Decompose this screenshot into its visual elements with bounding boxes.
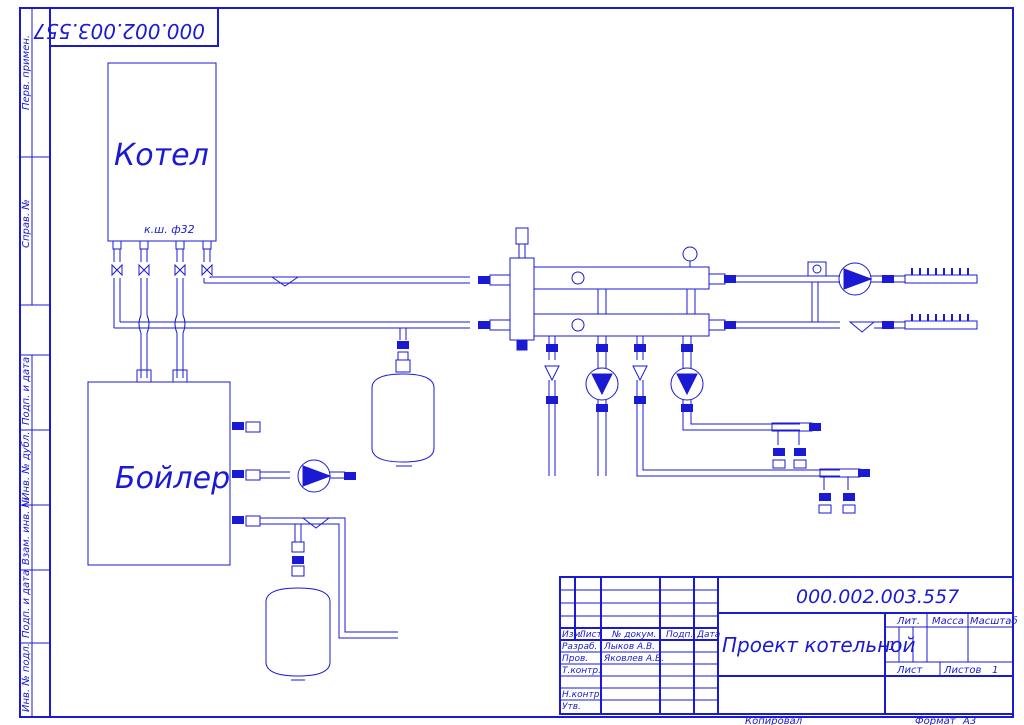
drawing-code: 000.002.003.557 [796,586,959,608]
mirrored-code-box: 000.002.003.557 [33,7,219,47]
footer: Копировал Формат А3 [745,716,976,725]
tb-mass-label: Масса [932,616,964,627]
tb-role: Пров. [562,654,588,664]
stamp-label: Справ. № [21,199,32,248]
tb-header: Подп. [666,630,693,640]
water-heater-label: Бойлер [115,461,230,496]
tb-header: Изм. [562,630,583,640]
stamp-label: Взам. инв. № [21,497,32,565]
tb-header: Лист [578,630,603,640]
tb-sheets-value: 1 [992,665,998,676]
boiler: Котел к.ш. ф32 [107,62,217,242]
boiler-outlets [111,240,213,383]
tb-role: Т.контр. [562,666,601,676]
outer-frame [19,7,1014,718]
boiler-label: Котел [114,138,209,173]
tb-scale-value: 1 [888,639,896,653]
tb-header: Дата [696,630,720,640]
stamp-label: Перв. примен. [21,35,32,110]
supply-line [114,276,470,340]
pressure-gauge-icon [682,246,698,262]
title-block: Изм. Лист № докум. Подп. Дата Разраб. Пр… [559,576,1018,715]
tb-role: Утв. [562,702,581,712]
footer-format-label: Формат [915,716,957,725]
footer-format-value: А3 [962,716,976,725]
mirrored-code: 000.002.003.557 [33,19,205,43]
expansion-tank-1 [371,341,435,467]
thermometer-icon [571,271,585,285]
stamp-label: Инв. № дубл. [20,432,32,500]
water-heater: Бойлер [87,381,290,566]
tb-sheets-label: Листов [943,665,981,676]
boiler-note: к.ш. ф32 [144,223,195,236]
tb-sheet-label: Лист [896,665,924,676]
stamp-label: Инв. № подл. [21,643,32,712]
heater-pump [297,459,356,493]
heater-drain-line [260,517,398,681]
stamp-label: Подп. и дата [21,570,32,638]
underfloor-circuit [736,261,978,333]
tb-header: № докум. [611,630,656,640]
tb-scale-label: Масштаб [970,615,1018,627]
manifold [478,227,736,351]
tb-name: Лыков А.В. [603,642,655,652]
drawing-frame [49,7,1014,718]
stamp-label: Подп. и дата [21,357,32,425]
thermometer-icon [571,318,585,332]
tb-lit-label: Лит. [896,616,920,627]
heating-circuits [544,336,870,514]
tb-role: Н.контр. [562,690,602,700]
tb-name: Яковлев А.В. [603,654,664,664]
footer-copied: Копировал [745,716,803,725]
drawing-title: Проект котельной [722,633,916,657]
side-stamp: Перв. примен. Справ. № Подп. и дата Инв.… [20,8,50,717]
tb-role: Разраб. [562,642,597,652]
